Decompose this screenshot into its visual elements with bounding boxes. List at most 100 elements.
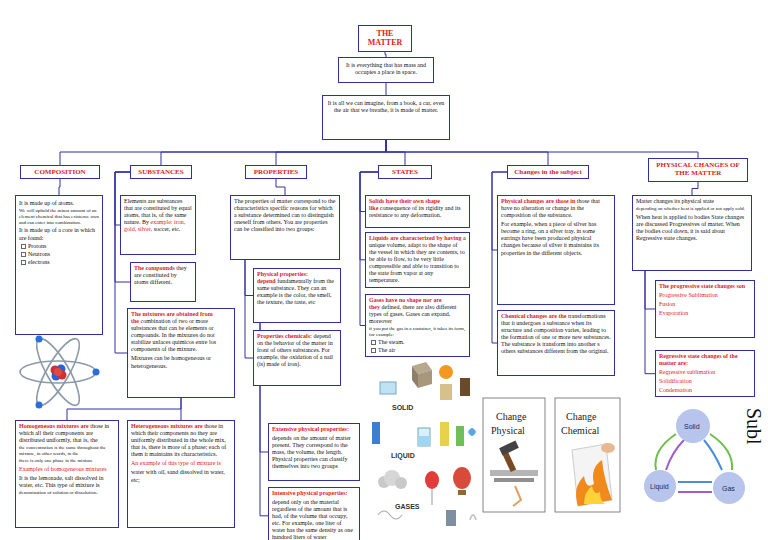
picture-label: Solid xyxy=(684,423,700,430)
list-text: Neutrons xyxy=(28,251,50,257)
box-heading: Regressive state changes of the matter a… xyxy=(659,353,751,367)
concept-box: Intensive physical properties:depend onl… xyxy=(268,487,360,540)
example-text: Solidification xyxy=(659,378,751,385)
list-text: The air xyxy=(378,347,395,353)
body-text: defined, there are also different types … xyxy=(369,304,457,324)
connector-line xyxy=(386,140,405,165)
concept-box: Solids have their own shape likeconseque… xyxy=(365,195,470,228)
box-text: PROPERTIES xyxy=(254,168,299,176)
picture-label: SOLID xyxy=(392,404,413,411)
body-text: Mixtures can be homogeneous or heterogen… xyxy=(131,355,231,369)
box-heading: The progressive state changes son xyxy=(659,283,751,290)
category-box: STATES xyxy=(378,165,432,179)
bullet-square xyxy=(21,260,26,265)
picture-label: Gas xyxy=(722,485,735,492)
body-text: Matter changes its physical state xyxy=(636,198,714,204)
concept-box: The compoundsthey are constituted by ato… xyxy=(130,262,196,302)
list-text: Protons xyxy=(28,243,46,249)
body-text: It is made up of atoms. xyxy=(19,200,99,207)
category-box: SUBSTANCES xyxy=(130,165,192,179)
connector-line xyxy=(386,83,387,95)
concept-box: Homogeneous mixtures arethose in which a… xyxy=(15,420,119,528)
concept-box: Gases have no shape nor are theydefined,… xyxy=(365,294,470,357)
small-text: if you put the gas in a container, it ta… xyxy=(369,326,466,338)
state-cycle-picture xyxy=(644,409,745,504)
body-text: transformations that it undergoes a subs… xyxy=(501,313,611,354)
example-text: Evaporation xyxy=(659,310,751,317)
category-box: Changes in the subject xyxy=(507,165,589,179)
highlight-heading: Chemical changes are the xyxy=(501,313,566,319)
box-heading: Extensive physical properties: xyxy=(272,426,356,433)
atom-illustration xyxy=(20,334,100,411)
example-text: Regressive sublimation xyxy=(659,369,751,376)
category-box: PROPERTIES xyxy=(245,165,307,179)
concept-box: Heterogeneous mixtures arethose in which… xyxy=(127,420,235,528)
list-item: The air xyxy=(369,347,466,354)
concept-box: Chemical changes are thetransformations … xyxy=(497,310,615,376)
connector-line xyxy=(245,260,253,296)
small-text: We will uphold the minor amount of an el… xyxy=(19,208,99,225)
body-text: soccer, etc. xyxy=(154,226,181,232)
picture-label: LIQUID xyxy=(391,452,415,459)
title-box: THE MATTER xyxy=(358,25,412,52)
example-text: Fusion xyxy=(659,301,751,308)
box-heading: Intensive physical properties: xyxy=(272,490,356,497)
highlight-heading: Liquids are characterized by having xyxy=(369,235,462,241)
picture-label: Subl xyxy=(744,408,764,445)
picture-label: GASES xyxy=(395,503,420,510)
small-text: denomination of solution or dissolution. xyxy=(19,490,115,496)
concept-box: Physical properties: dependfundamentally… xyxy=(253,268,341,323)
list-text: The steam. xyxy=(378,339,404,345)
concept-box: Regressive state changes of the matter a… xyxy=(655,350,755,397)
connector-line xyxy=(692,182,698,195)
picture-label: Chemical xyxy=(561,426,599,436)
body-text: It is made up of a core in which are fou… xyxy=(19,227,99,241)
box-text: SUBSTANCES xyxy=(138,168,183,176)
list-item: Neutrons xyxy=(19,251,99,258)
concept-box: Liquids are characterized by havinga uni… xyxy=(365,232,470,288)
highlight-heading: Heterogeneous mixtures are xyxy=(131,423,203,429)
connector-line xyxy=(60,140,386,165)
connector-line xyxy=(645,271,655,374)
connector-line xyxy=(386,140,698,158)
definition-box: It is all we can imagine, from a book, a… xyxy=(322,95,450,140)
concept-box: The progressive state changes sonProgres… xyxy=(655,280,755,338)
physical-change-picture xyxy=(483,398,545,512)
example-text: An example of this type of mixture is xyxy=(131,460,231,467)
concept-box: The properties of matter correspond to t… xyxy=(230,195,340,260)
concept-box: Matter changes its physical statedependi… xyxy=(632,195,752,271)
connector-line xyxy=(181,398,182,420)
box-text: It is all we can imagine, from a book, a… xyxy=(328,100,445,113)
small-text: the concentration is the same throughout… xyxy=(19,445,115,457)
concept-box: Properties chemicals:depend on the behav… xyxy=(253,330,341,386)
bullet-square xyxy=(21,252,26,257)
box-text: THE MATTER xyxy=(368,29,403,47)
body-text: depends on the amount of matter present.… xyxy=(272,435,356,470)
highlight-heading: Homogeneous mixtures are xyxy=(19,423,89,429)
concept-box: Physical changes are those inthose that … xyxy=(497,195,615,305)
example-text: Condensation xyxy=(659,387,751,394)
example-text: Examples of homogeneous mixtures xyxy=(19,466,115,473)
category-box: PHYSICAL CHANGES OF THE MATTER xyxy=(648,158,748,182)
list-item: electrons xyxy=(19,259,99,266)
picture-label: Change xyxy=(496,412,527,422)
concept-box: It is made up of atoms.We will uphold th… xyxy=(15,195,103,335)
box-text: It is everything that has mass and occup… xyxy=(346,62,426,75)
bullet-square xyxy=(371,348,376,353)
concept-box: Extensive physical properties: depends on… xyxy=(268,423,360,481)
connector-line xyxy=(245,260,253,358)
connector-line xyxy=(645,271,655,309)
highlight-heading: The compounds xyxy=(134,265,175,271)
body-text: combination of two or more substances th… xyxy=(131,318,216,352)
box-text: Changes in the subject xyxy=(514,168,581,176)
concept-box: The mixtures are obtained from thecombin… xyxy=(127,308,235,398)
highlight-heading: Physical changes are those in xyxy=(501,198,575,204)
highlight-heading: Properties chemicals: xyxy=(257,333,312,339)
body-text: consequence of its rigidity and its resi… xyxy=(369,205,461,218)
connector-line xyxy=(386,140,548,165)
connector-line xyxy=(161,140,386,165)
picture-label: Liquid xyxy=(650,483,669,490)
picture-label: Change xyxy=(566,412,597,422)
list-text: electrons xyxy=(28,259,50,265)
